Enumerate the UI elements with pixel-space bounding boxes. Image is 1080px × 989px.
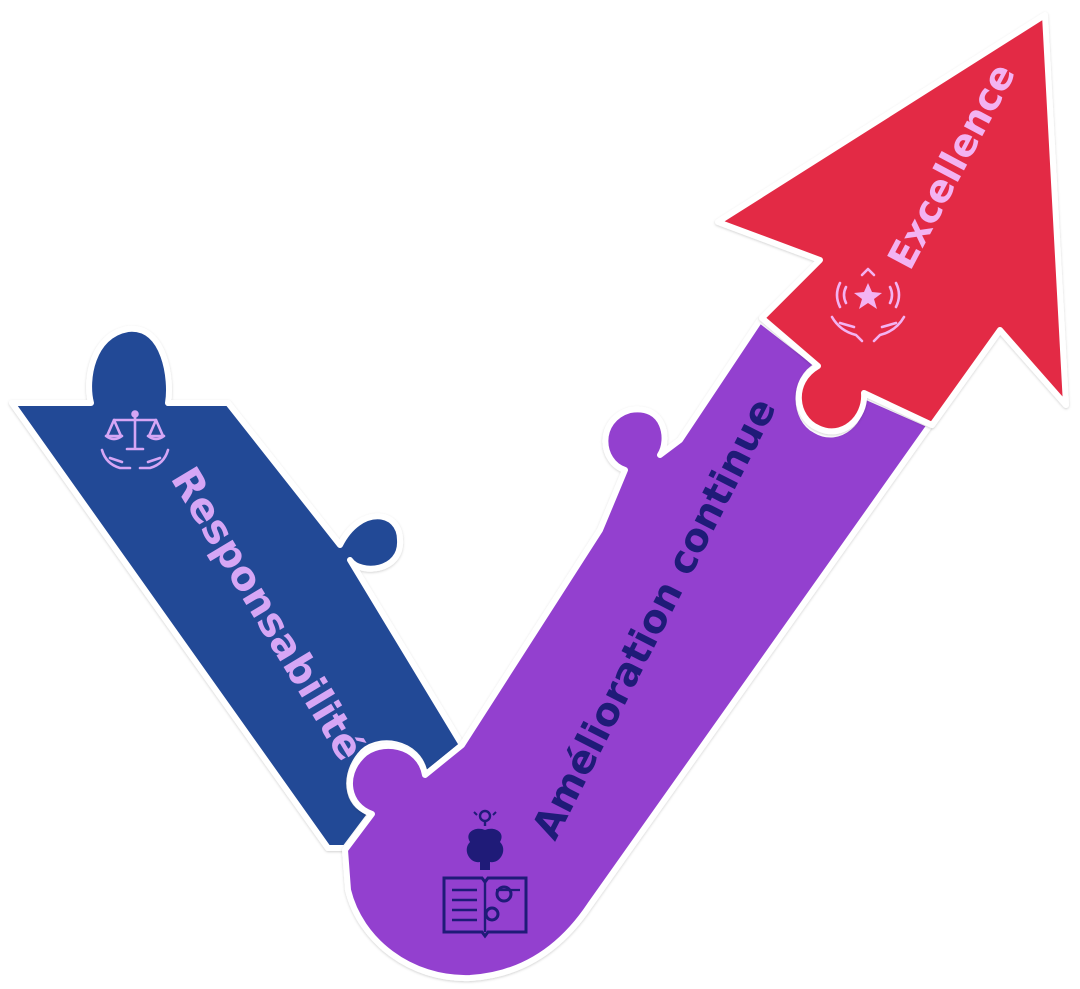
piece-excellence-shape — [715, 12, 1069, 435]
brain-book-gears-icon — [442, 809, 528, 939]
star-hands-icon — [830, 267, 906, 343]
balance-scale-hands-icon — [100, 410, 170, 470]
piece-excellence — [715, 12, 1069, 435]
